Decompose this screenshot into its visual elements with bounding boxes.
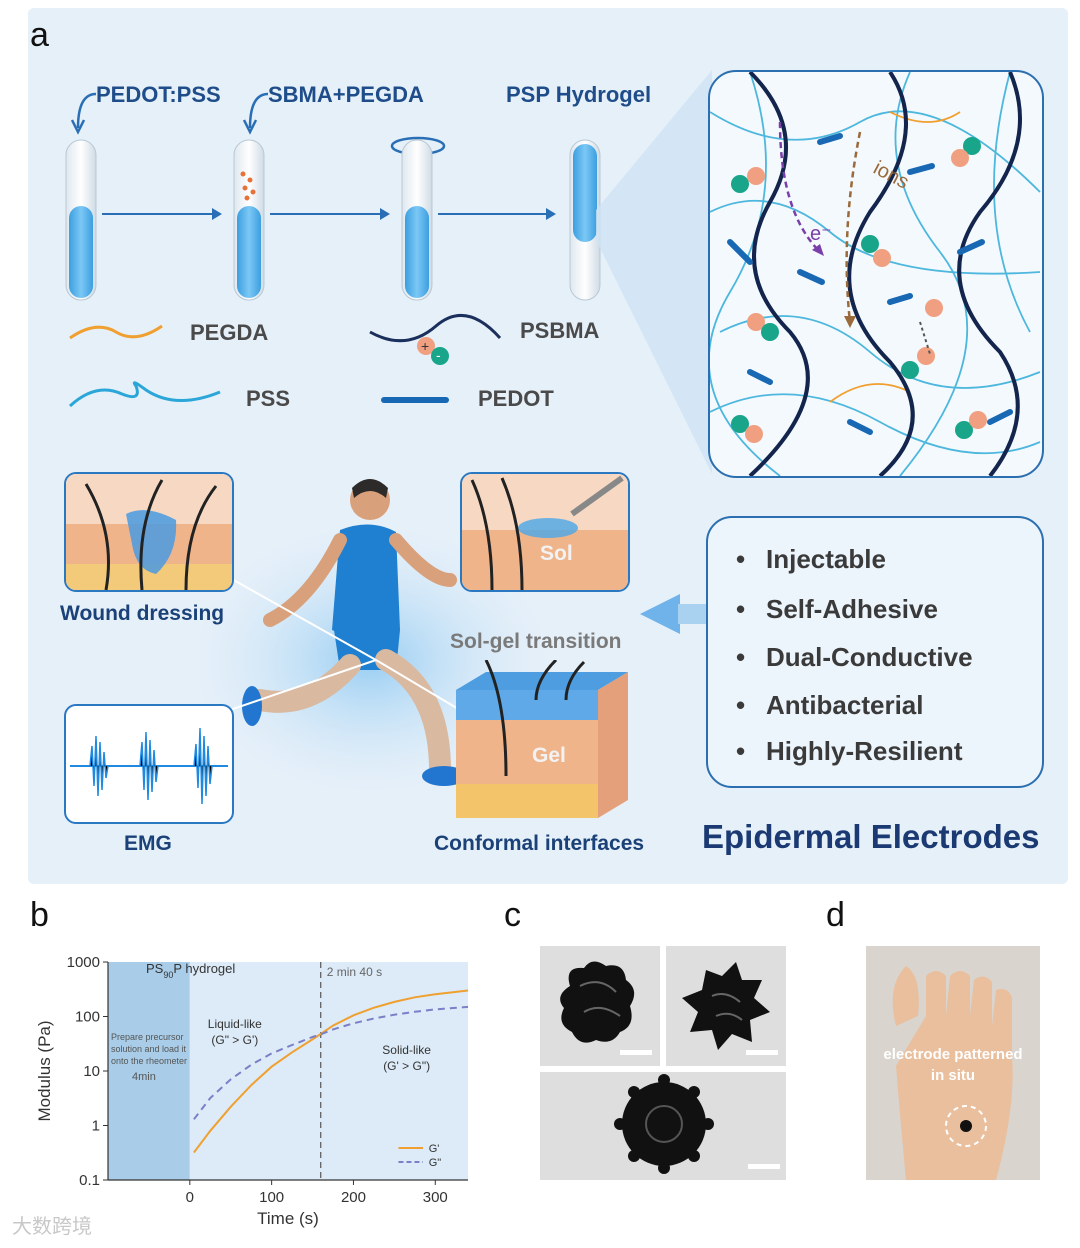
- svg-text:+: +: [421, 338, 429, 354]
- prep-time: 4min: [132, 1071, 156, 1083]
- liquid-annotation: Liquid-like: [208, 1017, 262, 1031]
- x-axis-label: Time (s): [257, 1209, 319, 1228]
- reagent-sbma-pegda-label: SBMA+PEGDA: [268, 82, 424, 107]
- emg-label: EMG: [124, 832, 172, 855]
- y-tick-label: 10: [83, 1063, 100, 1080]
- pedot-bar-icon: [381, 397, 449, 403]
- y-axis-label: Modulus (Pa): [35, 1020, 54, 1121]
- panel-label-a: a: [30, 16, 49, 54]
- wound-dressing-inset: [64, 472, 234, 592]
- electrode-patterned-label-1: electrode patterned: [883, 1046, 1023, 1063]
- wrist-photo: electrode patterned in situ: [866, 946, 1040, 1180]
- liquid-annotation: (G" > G'): [211, 1033, 258, 1047]
- conformal-interfaces-label: Conformal interfaces: [434, 832, 645, 855]
- sol-gel-transition-label: Sol-gel transition: [450, 630, 622, 653]
- reagent-pedotpss-label: PEDOT:PSS: [96, 82, 221, 107]
- epidermal-electrodes-title: Epidermal Electrodes: [702, 818, 1040, 855]
- zoom-beam: [596, 70, 712, 474]
- network-schematic: e⁻ ions: [708, 70, 1044, 478]
- ions-label: ions: [870, 157, 913, 194]
- product-psp-hydrogel-label: PSP Hydrogel: [506, 82, 652, 107]
- legend-pegda: PEGDA: [190, 320, 269, 345]
- solid-annotation: Solid-like: [382, 1043, 431, 1057]
- property-item: •Antibacterial: [736, 690, 924, 720]
- prep-annotation: onto the rheometer: [111, 1056, 187, 1066]
- emg-inset: [64, 704, 234, 824]
- psbma-chain-icon: + -: [369, 313, 502, 365]
- tube-3: [390, 136, 446, 301]
- x-tick-label: 100: [259, 1189, 284, 1206]
- wound-dressing-label: Wound dressing: [60, 602, 225, 625]
- reaction-region: [189, 962, 468, 1180]
- sol-label: Sol: [540, 542, 573, 565]
- gel-label: Gel: [532, 744, 566, 767]
- property-item: •Dual-Conductive: [736, 642, 973, 672]
- crossover-label: 2 min 40 s: [327, 965, 382, 979]
- x-tick-label: 200: [341, 1189, 366, 1206]
- y-tick-label: 100: [75, 1009, 100, 1026]
- tube-1: [65, 139, 97, 301]
- y-tick-label: 1000: [67, 954, 100, 971]
- panel-label-c: c: [504, 896, 521, 934]
- tube-2: [233, 139, 265, 301]
- prep-region: [108, 962, 190, 1180]
- electrode-photo-2: [666, 946, 786, 1066]
- synthesis-scheme: [65, 92, 601, 301]
- legend-psbma: PSBMA: [520, 318, 600, 343]
- prep-annotation: Prepare precursor: [111, 1032, 184, 1042]
- electrode-patterned-label-2: in situ: [930, 1067, 976, 1084]
- series-line-1: [193, 1005, 469, 1120]
- svg-text:-: -: [436, 347, 441, 363]
- legend-label-1: G": [429, 1157, 442, 1169]
- pegda-line-icon: [69, 324, 163, 340]
- y-tick-label: 1: [92, 1118, 100, 1135]
- gel-skin-block: [456, 660, 628, 818]
- electrode-photo-3: [540, 1072, 786, 1180]
- watermark: 大数跨境: [12, 1216, 92, 1238]
- property-item: •Self-Adhesive: [736, 594, 938, 624]
- sol-inset: [460, 472, 630, 592]
- y-tick-label: 0.1: [79, 1172, 100, 1189]
- electron-label: e⁻: [810, 223, 832, 245]
- properties-box: •Injectable •Self-Adhesive •Dual-Conduct…: [706, 516, 1044, 788]
- x-tick-label: 300: [423, 1189, 448, 1206]
- series-line-0: [193, 989, 469, 1154]
- legend-pss: PSS: [246, 386, 291, 411]
- pss-line-icon: [68, 381, 221, 408]
- prep-annotation: solution and load it: [111, 1044, 187, 1054]
- electrode-photo-1: [540, 946, 660, 1066]
- panel-label-b: b: [30, 896, 49, 934]
- legend-pedot: PEDOT: [478, 386, 554, 411]
- legend-label-0: G': [429, 1143, 440, 1155]
- property-item: •Injectable: [736, 544, 886, 574]
- chart-title: PS90P hydrogel: [146, 961, 235, 980]
- property-item: •Highly-Resilient: [736, 736, 963, 766]
- props-arrow: [640, 594, 708, 634]
- solid-annotation: (G' > G"): [383, 1059, 430, 1073]
- x-tick-label: 0: [186, 1189, 194, 1206]
- panel-label-d: d: [826, 896, 845, 934]
